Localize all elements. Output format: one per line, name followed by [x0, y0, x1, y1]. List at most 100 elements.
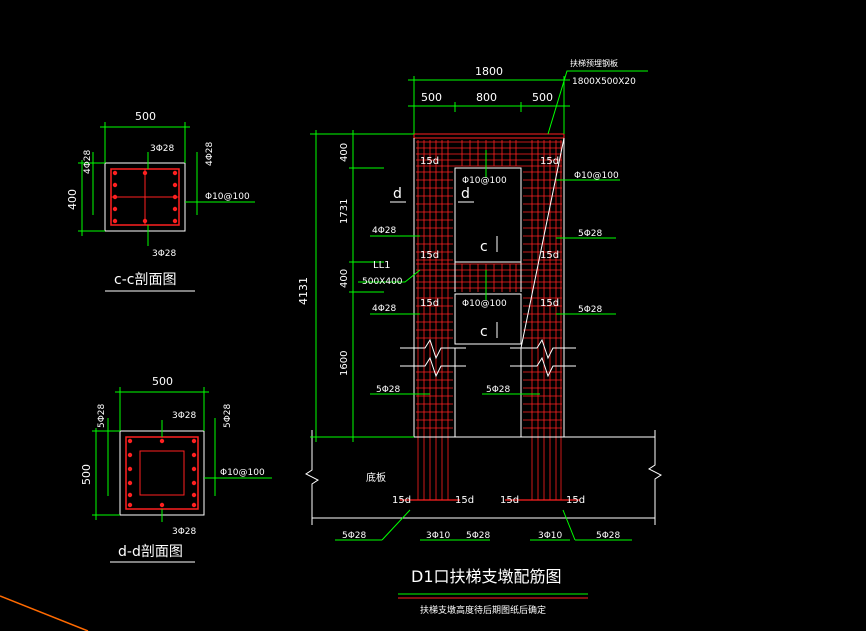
- beam-label: LL1: [373, 260, 391, 271]
- cc-right-bars: 4Φ28: [205, 141, 215, 166]
- dd-top-bars: 3Φ28: [172, 411, 197, 421]
- cc-left-bars: 4Φ28: [83, 149, 93, 174]
- dd-dim-width: 500: [152, 375, 173, 388]
- anchor-label: 15d: [392, 495, 411, 506]
- cc-outline: [104, 162, 186, 232]
- slab-break-right: [648, 430, 662, 525]
- dim-left: 500: [421, 91, 442, 104]
- anchor-label: 15d: [540, 156, 559, 167]
- dim-h3: 400: [339, 269, 350, 288]
- section-mark-d-right: d: [461, 186, 470, 202]
- section-cc: 500 400 3Φ28 3Φ28 4Φ28 4Φ28 Φ10@100 c-c剖…: [66, 110, 255, 292]
- rebar-dot: [112, 194, 118, 200]
- slab-label: 底板: [366, 471, 386, 484]
- bars-5-right-upper: 5Φ28: [578, 229, 603, 239]
- rebar-dot: [172, 206, 178, 212]
- rebar-dot: [172, 218, 178, 224]
- bars-5-right-lower: 5Φ28: [578, 305, 603, 315]
- rebar-dot: [191, 438, 197, 444]
- dd-bottom-bars: 3Φ28: [172, 527, 197, 537]
- bars-5-right-column: 5Φ28: [486, 385, 511, 395]
- cc-dim-width: 500: [135, 110, 156, 123]
- bars-3-10-right: 3Φ10: [538, 531, 563, 541]
- rebar-dot: [191, 466, 197, 472]
- section-mark-c-lower: c: [480, 324, 488, 340]
- dim-total-height: 4131: [297, 277, 310, 305]
- beam-size: 500X400: [362, 277, 403, 287]
- bars-3-10-left: 3Φ10: [426, 531, 451, 541]
- bars-4-left-lower: 4Φ28: [372, 304, 397, 314]
- bars-5-bottom-right: 5Φ28: [596, 531, 621, 541]
- bars-5-bottom-mid: 5Φ28: [466, 531, 491, 541]
- rebar-dot: [127, 452, 133, 458]
- break-mark-left: [400, 356, 466, 378]
- rebar-dot: [127, 438, 133, 444]
- anchor-label: 15d: [420, 250, 439, 261]
- bars-4-left-upper: 4Φ28: [372, 226, 397, 236]
- rebar-dot: [142, 218, 148, 224]
- rebar-dot: [127, 492, 133, 498]
- stirrup-label-right: Φ10@100: [574, 171, 619, 181]
- rebar-dot: [172, 182, 178, 188]
- dd-outline: [119, 430, 205, 516]
- anchor-label: 15d: [540, 298, 559, 309]
- rebar-dot: [112, 182, 118, 188]
- anchor-label: 15d: [540, 250, 559, 261]
- rebar-dot: [172, 170, 178, 176]
- rebar-dot: [159, 502, 165, 508]
- rebar-dot: [112, 206, 118, 212]
- elevation-title: D1口扶梯支墩配筋图: [411, 567, 562, 586]
- rebar-dot: [191, 452, 197, 458]
- section-mark-c-upper: c: [480, 239, 488, 255]
- section-mark-d-left: d: [393, 186, 402, 202]
- plate-label: 扶梯预埋钢板: [570, 58, 618, 68]
- rebar-dot: [191, 480, 197, 486]
- dd-stirrup: Φ10@100: [220, 468, 265, 478]
- rebar-dot: [127, 480, 133, 486]
- rebar-dot: [191, 492, 197, 498]
- elevation-note: 扶梯支墩高度待后期图纸后确定: [420, 604, 546, 616]
- break-mark-right: [510, 338, 576, 360]
- lower-opening: [454, 293, 522, 345]
- cc-title: c-c剖面图: [114, 272, 176, 288]
- cc-rebar-dots: [112, 170, 178, 224]
- dd-dim-height: 500: [80, 464, 93, 485]
- bottom-leader: [381, 509, 411, 541]
- anchor-label: 15d: [455, 495, 474, 506]
- section-dd: 500 500 3Φ28 3Φ28 5Φ28 5Φ28 Φ10@100 d-d剖…: [80, 375, 272, 563]
- plate-leader: [547, 70, 648, 135]
- anchor-label: 15d: [420, 156, 439, 167]
- dd-inner-stirrup: [139, 450, 185, 496]
- anchor-label: 15d: [566, 495, 585, 506]
- slab-break-left: [305, 430, 319, 525]
- anchor-label: 15d: [500, 495, 519, 506]
- dim-h4: 1600: [339, 351, 350, 376]
- dd-right-bars: 5Φ28: [223, 403, 233, 428]
- upper-opening: [454, 167, 522, 263]
- cc-bottom-bars: 3Φ28: [152, 249, 177, 259]
- beam-leader: [358, 269, 421, 283]
- dim-right: 500: [532, 91, 553, 104]
- dim-mid: 800: [476, 91, 497, 104]
- dd-title: d-d剖面图: [118, 544, 183, 560]
- rebar-dot: [112, 218, 118, 224]
- rebar-dot: [159, 438, 165, 444]
- rebar-dot: [127, 466, 133, 472]
- bottom-leader: [562, 509, 576, 541]
- dim-h1: 400: [339, 143, 350, 162]
- rebar-dot: [127, 502, 133, 508]
- break-mark-right: [510, 356, 576, 378]
- pier-elevation: 底板 1800 500 800 500 扶梯预埋钢板 1800X500X20 4…: [297, 58, 662, 616]
- rebar-dot: [112, 170, 118, 176]
- dim-total-width: 1800: [475, 65, 503, 78]
- dd-left-bars: 5Φ28: [97, 403, 107, 428]
- cc-stirrup: Φ10@100: [205, 192, 250, 202]
- cursor-line: [0, 595, 89, 631]
- bars-5-bottom-left: 5Φ28: [342, 531, 367, 541]
- cc-top-bars: 3Φ28: [150, 144, 175, 154]
- rebar-dot: [172, 194, 178, 200]
- anchor-label: 15d: [420, 298, 439, 309]
- plate-size: 1800X500X20: [572, 77, 636, 87]
- rebar-dot: [191, 502, 197, 508]
